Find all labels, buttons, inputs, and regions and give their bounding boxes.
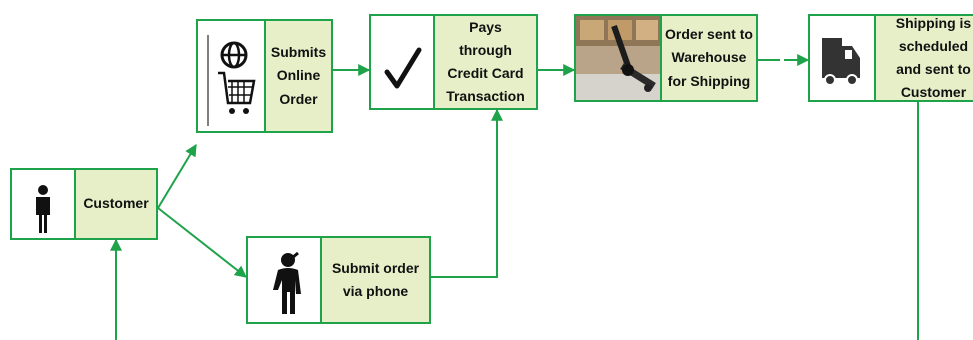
node-submits-online-order-label: Submits Online Order — [270, 44, 327, 107]
node-submits-online-order: Submits Online Order — [196, 19, 333, 133]
arrow-customer-to-online — [157, 143, 197, 209]
node-order-sent-to-warehouse: Order sent to Warehouse for Shipping — [574, 14, 758, 102]
phone-caller-icon — [248, 238, 322, 322]
checkmark-icon — [371, 16, 435, 108]
node-customer: Customer — [10, 168, 158, 240]
node-order-sent-to-warehouse-label: Order sent to Warehouse for Shipping — [665, 26, 753, 89]
person-icon — [12, 170, 76, 238]
globe-cart-icon — [198, 21, 266, 131]
truck-icon — [810, 16, 876, 100]
pallet-jack-photo-icon — [576, 16, 662, 100]
node-customer-label: Customer — [83, 195, 149, 212]
arrow-phone-to-pay — [431, 108, 503, 278]
node-pays-credit-card-label: Pays through Credit Card Transaction — [446, 18, 525, 105]
node-submit-order-via-phone: Submit order via phone — [246, 236, 431, 324]
node-shipping-scheduled-label: Shipping is scheduled and sent to Custom… — [895, 14, 972, 101]
node-submit-order-via-phone-label: Submit order via phone — [331, 259, 420, 299]
arrow-customer-to-phone — [157, 207, 247, 278]
node-pays-credit-card: Pays through Credit Card Transaction — [369, 14, 538, 110]
node-shipping-scheduled: Shipping is scheduled and sent to Custom… — [808, 14, 973, 102]
